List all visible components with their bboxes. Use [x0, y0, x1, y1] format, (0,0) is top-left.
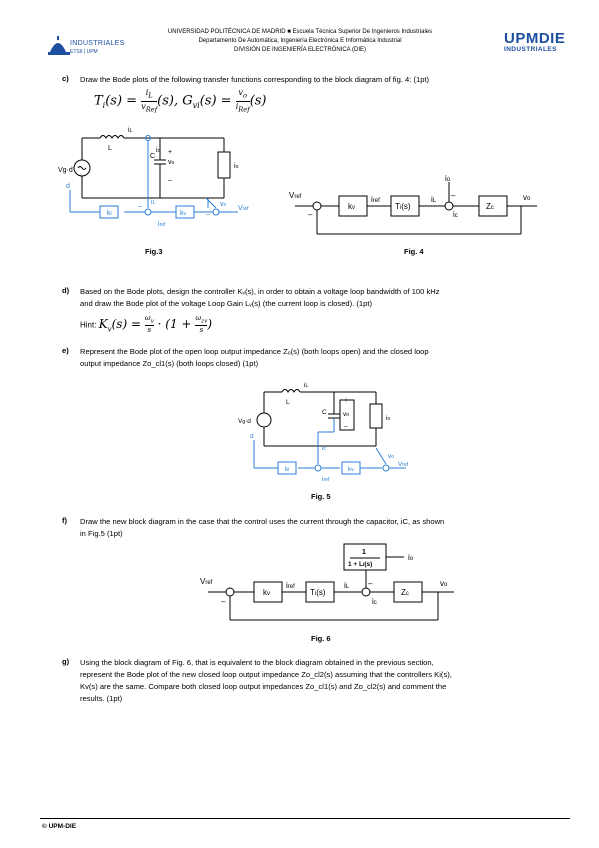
svg-text:kv: kv — [180, 210, 187, 217]
question-e-text-2: output impedance Zo_cl1(s) (both loops c… — [80, 359, 259, 368]
svg-text:iref: iref — [158, 221, 166, 228]
footer-copyright: © UPM-DIE — [42, 823, 77, 830]
question-g-text-4: results. (1pt) — [80, 694, 123, 703]
svg-text:vo: vo — [440, 579, 448, 588]
svg-text:vo: vo — [343, 411, 349, 418]
svg-text:–: – — [206, 211, 210, 218]
svg-text:vo: vo — [523, 193, 531, 202]
svg-text:iL: iL — [304, 382, 308, 389]
svg-text:io: io — [408, 553, 414, 562]
question-f-label: f) — [62, 516, 68, 525]
header-line-2: Departamento De Automática, Ingeniería E… — [198, 38, 402, 44]
svg-text:Ti(s): Ti(s) — [310, 588, 326, 597]
svg-text:ic: ic — [453, 210, 458, 219]
question-c-label: c) — [62, 74, 69, 83]
svg-text:ic: ic — [322, 445, 326, 452]
svg-text:–: – — [308, 210, 313, 219]
footer-divider — [40, 818, 570, 819]
svg-text:+: + — [344, 397, 348, 404]
svg-text:ki: ki — [285, 466, 289, 473]
svg-text:ki: ki — [107, 210, 112, 217]
header: INDUSTRIALES ETSII | UPM UNIVERSIDAD POL… — [0, 0, 599, 62]
question-e-text-1: Represent the Bode plot of the open loop… — [80, 347, 429, 356]
question-d-label: d) — [62, 286, 70, 295]
svg-text:1: 1 — [362, 549, 366, 556]
svg-text:io: io — [234, 163, 239, 170]
svg-text:iref: iref — [286, 581, 295, 590]
svg-text:io: io — [386, 415, 390, 422]
svg-text:vo: vo — [388, 453, 394, 460]
svg-text:iL: iL — [344, 581, 350, 590]
hint-label: Hint: — [80, 320, 97, 330]
svg-text:–: – — [344, 423, 348, 430]
svg-text:L: L — [286, 399, 290, 406]
svg-text:vo: vo — [168, 159, 175, 166]
question-f-text-2: in Fig.5 (1pt) — [80, 529, 123, 538]
question-d-text-1: Based on the Bode plots, design the cont… — [80, 287, 440, 296]
svg-text:Vg·d: Vg·d — [58, 167, 73, 174]
header-line-1: UNIVERSIDAD POLITÉCNICA DE MADRID ■ Escu… — [167, 29, 433, 35]
question-d-text-2: and draw the Bode plot of the voltage Lo… — [80, 299, 373, 308]
svg-text:–: – — [168, 177, 172, 184]
fig4-caption: Fig. 4 — [404, 247, 424, 256]
svg-text:1 + Li(s): 1 + Li(s) — [348, 561, 372, 568]
svg-text:–: – — [451, 191, 456, 200]
fig6-caption: Fig. 6 — [311, 634, 331, 643]
svg-text:vo: vo — [220, 201, 227, 208]
question-e-label: e) — [62, 346, 69, 355]
fig5-caption: Fig. 5 — [311, 492, 331, 501]
svg-text:+: + — [168, 149, 172, 156]
question-g-text-2: represent the Bode plot of the new close… — [80, 670, 452, 679]
header-line-3: DIVISIÓN DE INGENIERÍA ELECTRÓNICA (DIE) — [233, 47, 367, 53]
svg-text:L: L — [108, 145, 112, 152]
logo-left-text: INDUSTRIALES — [70, 40, 125, 47]
upm-industriales-logo — [48, 36, 70, 55]
upmdie-logo: UPMDIE INDUSTRIALES — [504, 31, 574, 53]
fig3-caption: Fig.3 — [145, 247, 163, 256]
question-g-text-1: Using the block diagram of Fig. 6, that … — [80, 658, 434, 667]
svg-text:ic: ic — [372, 597, 377, 606]
svg-text:Vref: Vref — [289, 191, 302, 200]
svg-text:C: C — [322, 409, 327, 416]
svg-text:io: io — [445, 174, 451, 183]
svg-text:Zc: Zc — [401, 588, 409, 597]
svg-text:ic: ic — [156, 147, 161, 154]
question-f-text-1: Draw the new block diagram in the case t… — [80, 517, 445, 526]
svg-text:d: d — [66, 183, 70, 190]
question-c-text: Draw the Bode plots of the following tra… — [80, 75, 430, 84]
svg-text:Vref: Vref — [200, 577, 213, 586]
svg-text:Vref: Vref — [238, 205, 249, 212]
upmdie-logo-bottom: INDUSTRIALES — [504, 46, 557, 53]
svg-text:C: C — [150, 153, 155, 160]
svg-text:kv: kv — [348, 466, 354, 473]
question-g-label: g) — [62, 657, 70, 666]
upmdie-logo-top: UPMDIE — [504, 30, 566, 47]
svg-text:Ti(s): Ti(s) — [395, 202, 411, 211]
svg-text:iref: iref — [371, 195, 380, 204]
svg-text:–: – — [368, 579, 373, 588]
svg-text:Zc: Zc — [486, 202, 494, 211]
svg-text:Vref: Vref — [398, 461, 409, 468]
svg-text:Vg·d: Vg·d — [238, 418, 251, 425]
svg-text:iref: iref — [322, 476, 330, 483]
svg-text:iL: iL — [151, 199, 156, 206]
svg-text:kv: kv — [263, 588, 270, 597]
svg-text:kv: kv — [348, 202, 355, 211]
question-g-text-3: Kv(s) are the same. Compare both closed … — [80, 682, 447, 691]
svg-text:–: – — [221, 597, 226, 606]
svg-text:iL: iL — [128, 127, 133, 134]
svg-text:iL: iL — [431, 195, 437, 204]
logo-left-sub: ETSII | UPM — [70, 49, 98, 55]
svg-text:d: d — [250, 433, 254, 440]
svg-text:–: – — [138, 203, 142, 210]
